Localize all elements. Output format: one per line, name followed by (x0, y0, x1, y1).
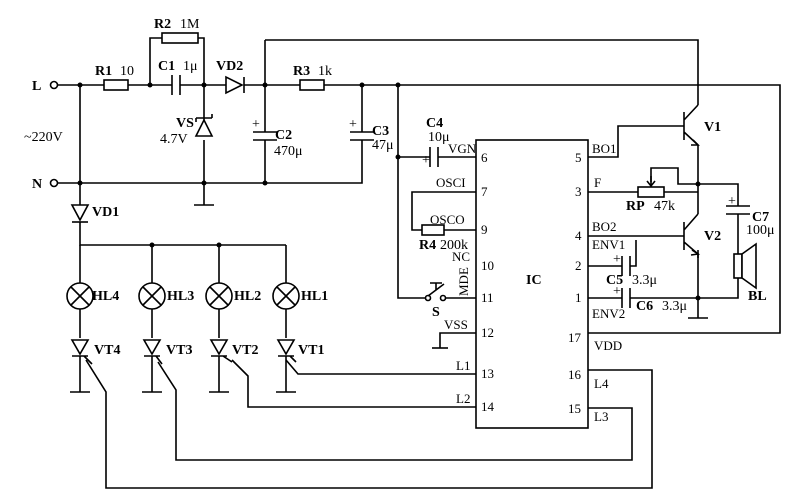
label-hl1: HL1 (301, 289, 328, 304)
c3-plus: + (349, 117, 357, 132)
components (49, 32, 757, 429)
label-r1: R1 (95, 64, 112, 79)
pin-num-5: 5 (575, 150, 582, 165)
label-vt4: VT4 (94, 343, 120, 358)
label-vd2: VD2 (216, 59, 243, 74)
value-r3: 1k (318, 64, 332, 79)
pin-name-f: F (594, 175, 601, 190)
c7-plus: + (728, 194, 736, 209)
thyristor-vt3 (142, 339, 163, 365)
pin-name-osco: OSCO (430, 212, 465, 227)
pin-num-3: 3 (575, 184, 582, 199)
lamp-hl1 (272, 282, 300, 310)
wires (58, 37, 781, 489)
pin-name-vss: VSS (444, 317, 468, 332)
label-r4: R4 (419, 238, 436, 253)
label-c4: C4 (426, 116, 443, 131)
label-vd1: VD1 (92, 205, 119, 220)
pin-name-bo1: BO1 (592, 141, 617, 156)
c4-plus: + (422, 153, 430, 168)
value-rp: 47k (654, 199, 675, 214)
pin-num-7: 7 (481, 184, 488, 199)
value-c5: 3.3μ (632, 273, 657, 288)
pin-name-l1: L1 (456, 358, 470, 373)
supply-label: ~220V (24, 130, 63, 145)
lamp-hl2 (205, 282, 233, 310)
pin-num-2: 2 (575, 258, 582, 273)
value-r2: 1M (180, 17, 200, 32)
label-v1: V1 (704, 120, 721, 135)
pin-name-vdd: VDD (594, 338, 622, 353)
pin-name-env2: ENV2 (592, 306, 625, 321)
pin-name-nc: NC (452, 249, 470, 264)
ic-body (475, 139, 589, 429)
pin-name-bo2: BO2 (592, 219, 617, 234)
label-hl2: HL2 (234, 289, 261, 304)
pin-num-17: 17 (568, 330, 582, 345)
pin-num-15: 15 (568, 401, 581, 416)
value-c1: 1μ (183, 59, 198, 74)
label-vt3: VT3 (166, 343, 192, 358)
c6-plus: + (613, 284, 621, 299)
pin-name-l3: L3 (594, 409, 608, 424)
pin-num-6: 6 (481, 150, 488, 165)
thyristor-vt4 (70, 339, 93, 365)
value-c4: 10μ (428, 130, 450, 145)
pin-num-14: 14 (481, 399, 495, 414)
label-hl3: HL3 (167, 289, 194, 304)
pin-num-10: 10 (481, 258, 494, 273)
label-r2: R2 (154, 17, 171, 32)
label-s: S (432, 305, 440, 320)
thyristor-vt1 (276, 339, 297, 363)
label-c5: C5 (606, 273, 623, 288)
pin-num-11: 11 (481, 290, 494, 305)
label-v2: V2 (704, 229, 721, 244)
label-c6: C6 (636, 299, 653, 314)
value-c7: 100μ (746, 223, 775, 238)
pin-name-env1: ENV1 (592, 237, 625, 252)
label-vs: VS (176, 116, 194, 131)
label-vt1: VT1 (298, 343, 324, 358)
value-c3: 47μ (372, 138, 394, 153)
pin-num-13: 13 (481, 366, 494, 381)
c2-plus: + (252, 117, 260, 132)
pin-name-mde: MDE (456, 267, 471, 296)
label-hl4: HL4 (92, 289, 119, 304)
pin-name-l2: L2 (456, 391, 470, 406)
ic-label: IC (526, 273, 542, 288)
label-vt2: VT2 (232, 343, 258, 358)
c5-plus: + (613, 252, 621, 267)
lamp-hl4 (66, 282, 94, 310)
pin-name-osci: OSCI (436, 175, 466, 190)
pin-num-4: 4 (575, 228, 582, 243)
pin-num-12: 12 (481, 325, 494, 340)
pin-name-vgn: VGN (448, 141, 477, 156)
labels: L N ~220V R1 10 R2 1M C1 1μ VD2 R3 1k VS… (24, 17, 775, 424)
junction-dots (77, 82, 701, 301)
label-r3: R3 (293, 64, 310, 79)
label-c7: C7 (752, 210, 769, 225)
pin-num-16: 16 (568, 367, 582, 382)
thyristor-vt2 (209, 339, 233, 363)
label-c2: C2 (275, 128, 292, 143)
pin-name-l4: L4 (594, 376, 609, 391)
terminal-n: N (32, 177, 42, 192)
pin-num-9: 9 (481, 222, 488, 237)
lamp-hl3 (138, 282, 166, 310)
value-r4: 200k (440, 238, 468, 253)
value-vs: 4.7V (160, 132, 188, 147)
value-c2: 470μ (274, 144, 303, 159)
value-r1: 10 (120, 64, 134, 79)
label-c1: C1 (158, 59, 175, 74)
terminal-l: L (32, 79, 41, 94)
pin-num-1: 1 (575, 290, 582, 305)
value-c6: 3.3μ (662, 299, 687, 314)
label-rp: RP (626, 199, 645, 214)
label-c3: C3 (372, 124, 389, 139)
label-bl: BL (748, 289, 767, 304)
